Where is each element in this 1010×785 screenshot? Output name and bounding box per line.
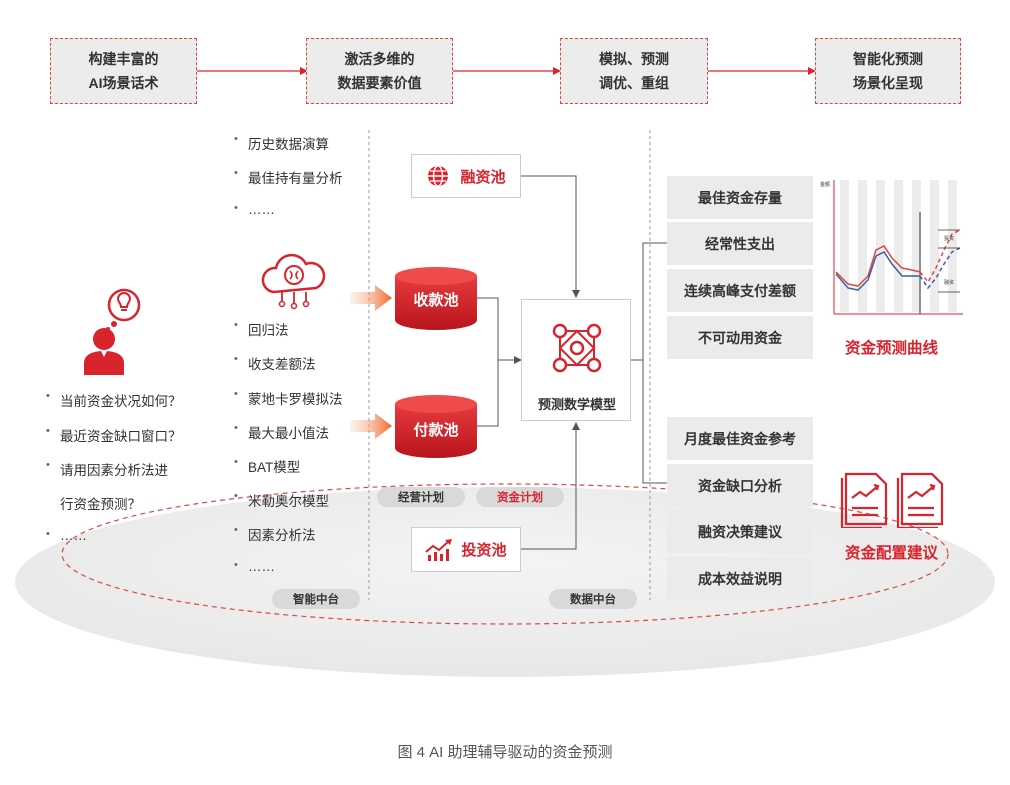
- globe-icon: [428, 165, 449, 187]
- payment-pool-cylinder: [395, 395, 477, 458]
- business-plan-pill: 经营计划: [377, 487, 465, 507]
- stage-3-box: 模拟、预测 调优、重组: [560, 38, 708, 104]
- question-3: 请用因素分析法进: [46, 459, 168, 479]
- method-1: 回归法: [234, 319, 288, 339]
- financing-pool-box: 融资池: [411, 154, 521, 198]
- method-4: 最大最小值法: [234, 422, 329, 442]
- rising-chart-icon: [425, 538, 453, 561]
- receipt-pool-label: 收款池: [413, 292, 459, 309]
- method-5: BAT模型: [234, 456, 300, 476]
- output-gap-analysis: 资金缺口分析: [667, 464, 813, 507]
- stage-2-box: 激活多维的 数据要素价值: [306, 38, 453, 104]
- chart-gap-bottom-label: 融资: [944, 279, 954, 286]
- fund-plan-pill: 资金计划: [476, 487, 564, 507]
- stage-1-box: 构建丰富的 AI场景话术: [50, 38, 197, 104]
- output-restricted-funds: 不可动用资金: [667, 316, 813, 359]
- financing-pool-label: 融资池: [460, 168, 506, 186]
- question-ellipsis: ……: [46, 528, 87, 543]
- ai-brain-cloud-icon: [261, 253, 326, 310]
- method-3: 蒙地卡罗模拟法: [234, 388, 342, 408]
- output-monthly-reference: 月度最佳资金参考: [667, 417, 813, 460]
- stage-4-box: 智能化预测 场景化呈现: [815, 38, 961, 104]
- method-6: 米勒奥尔模型: [234, 490, 329, 510]
- method-top-3: ……: [234, 202, 275, 217]
- forecast-curve-chart: 金额 投资 融资: [820, 180, 963, 315]
- method-top-2: 最佳持有量分析: [234, 167, 342, 187]
- question-1: 当前资金状况如何？: [46, 390, 181, 410]
- figure-caption: 图 4 AI 助理辅导驱动的资金预测: [397, 744, 613, 761]
- output-regular-expense: 经常性支出: [667, 222, 813, 265]
- data-platform-pill: 数据中台: [549, 589, 637, 609]
- smart-platform-pill: 智能中台: [272, 589, 360, 609]
- method-top-1: 历史数据演算: [234, 133, 329, 153]
- question-2: 最近资金缺口窗口？: [46, 425, 181, 445]
- prediction-model-box: 预测数学模型: [521, 299, 631, 421]
- method-7: 因素分析法: [234, 524, 315, 544]
- person-thinking-icon: [84, 288, 141, 375]
- chart-gap-top-label: 投资: [944, 235, 954, 242]
- method-2: 收支差额法: [234, 353, 315, 373]
- allocation-advice-label: 资金配置建议: [845, 545, 939, 562]
- question-3-cont: 行资金预测？: [60, 497, 141, 512]
- output-cost-benefit: 成本效益说明: [667, 557, 813, 600]
- receipt-pool-cylinder: [395, 267, 477, 330]
- output-peak-payment-gap: 连续高峰支付差额: [667, 269, 813, 312]
- network-model-icon: [552, 323, 602, 373]
- forecast-curve-label: 资金预测曲线: [845, 340, 939, 357]
- model-label: 预测数学模型: [537, 397, 616, 412]
- chart-y-axis-label: 金额: [820, 181, 830, 188]
- report-documents-icon: [840, 472, 944, 528]
- investment-pool-label: 投资池: [461, 542, 507, 559]
- output-optimal-balance: 最佳资金存量: [667, 176, 813, 219]
- output-financing-advice: 融资决策建议: [667, 510, 813, 553]
- method-8: ……: [234, 559, 275, 574]
- payment-pool-label: 付款池: [413, 422, 459, 439]
- investment-pool-box: 投资池: [411, 527, 521, 572]
